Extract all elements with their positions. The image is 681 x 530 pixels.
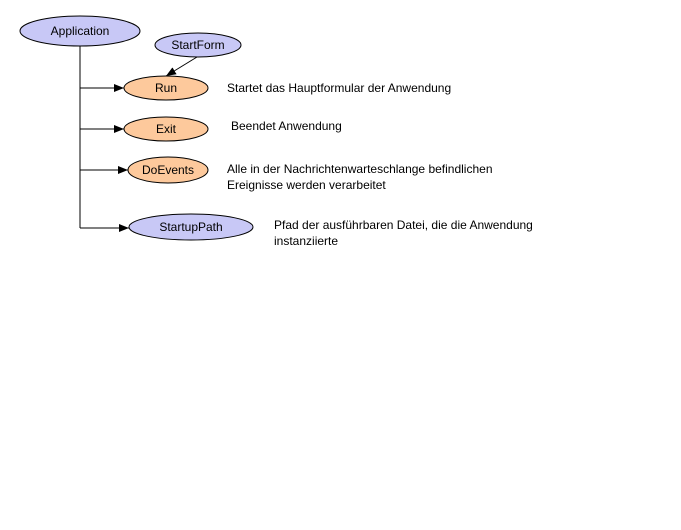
node-startuppath-label: StartupPath: [159, 220, 222, 234]
connectors: [79, 46, 198, 232]
description-startuppath-line-2: instanziierte: [274, 234, 339, 248]
description-run: Startet das Hauptformular der Anwendung: [227, 80, 451, 96]
node-application[interactable]: Application: [19, 15, 141, 47]
node-application-shape: [19, 15, 141, 47]
description-exit: Beendet Anwendung: [231, 118, 342, 134]
node-run-shape: [123, 75, 209, 101]
description-doevents: Alle in der Nachrichtenwarteschlange bef…: [227, 161, 493, 193]
node-startuppath-shape: [128, 213, 254, 241]
node-application-label: Application: [51, 24, 110, 38]
description-exit-line-1: Beendet Anwendung: [231, 119, 342, 133]
node-startuppath[interactable]: StartupPath: [128, 213, 254, 241]
node-exit-label: Exit: [156, 122, 177, 136]
description-startuppath: Pfad der ausführbaren Datei, die die Anw…: [274, 217, 533, 249]
description-doevents-line-1: Alle in der Nachrichtenwarteschlange bef…: [227, 162, 493, 176]
node-run[interactable]: Run: [123, 75, 209, 101]
node-startform-label: StartForm: [171, 38, 224, 52]
node-exit-shape: [123, 116, 209, 142]
description-startuppath-line-1: Pfad der ausführbaren Datei, die die Anw…: [274, 218, 533, 232]
arrow-startform-to-run: [165, 56, 198, 77]
description-doevents-line-2: Ereignisse werden verarbeitet: [227, 178, 386, 192]
node-doevents[interactable]: DoEvents: [127, 156, 209, 184]
node-exit[interactable]: Exit: [123, 116, 209, 142]
node-startform-shape: [154, 32, 242, 58]
node-run-label: Run: [155, 81, 177, 95]
node-doevents-shape: [127, 156, 209, 184]
node-startform[interactable]: StartForm: [154, 32, 242, 58]
node-doevents-label: DoEvents: [142, 163, 194, 177]
description-run-line-1: Startet das Hauptformular der Anwendung: [227, 81, 452, 95]
